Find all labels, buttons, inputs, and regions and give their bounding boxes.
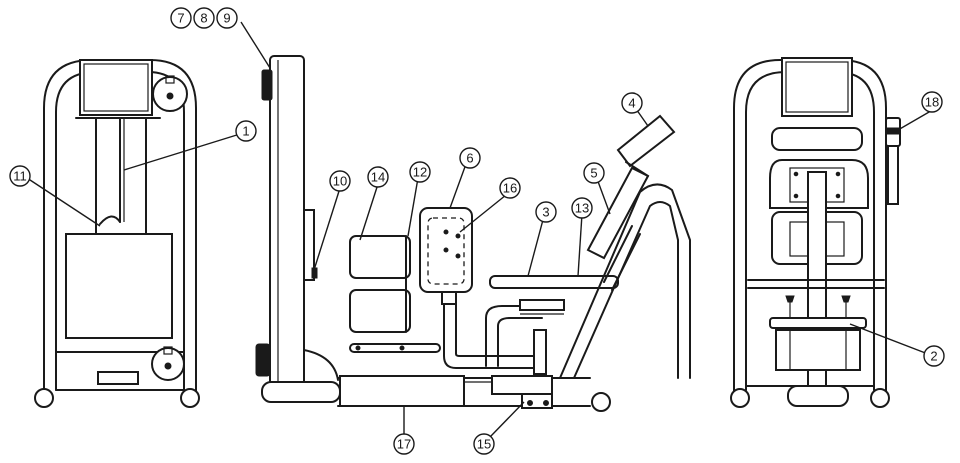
side-view (255, 55, 691, 412)
svg-text:6: 6 (466, 151, 473, 166)
rear-left-foot (730, 388, 750, 408)
callout-9: 9 (216, 7, 238, 29)
svg-text:13: 13 (575, 201, 589, 216)
callout-3: 3 (535, 201, 557, 223)
callout-6: 6 (459, 147, 481, 169)
rear-right-foot (870, 388, 890, 408)
callout-8: 8 (193, 7, 215, 29)
upper-pulley-block (261, 69, 273, 101)
svg-text:17: 17 (397, 437, 411, 452)
callout-11: 11 (9, 165, 31, 187)
callout-7: 7 (170, 7, 192, 29)
svg-text:4: 4 (628, 96, 635, 111)
rear-weight-top-plate (781, 57, 853, 117)
weight-stack (65, 233, 173, 339)
callout-5: 5 (583, 162, 605, 184)
callout-14: 14 (367, 166, 389, 188)
front-view (34, 59, 200, 408)
front-left-foot (34, 388, 54, 408)
svg-text:14: 14 (371, 170, 385, 185)
svg-text:7: 7 (177, 11, 184, 26)
leg-pad-lower (349, 289, 411, 333)
base-weight-housing (339, 375, 465, 407)
svg-text:3: 3 (542, 205, 549, 220)
svg-text:11: 11 (13, 169, 27, 184)
callout-10: 10 (329, 170, 351, 192)
callout-12: 12 (409, 161, 431, 183)
svg-text:12: 12 (413, 165, 427, 180)
callout-18: 18 (921, 91, 943, 113)
leg-pad-upper (349, 235, 411, 279)
base-front-foot (261, 381, 341, 403)
rear-base-foot (787, 385, 849, 407)
lower-pulley-block (255, 343, 271, 377)
svg-text:16: 16 (503, 181, 517, 196)
callout-16: 16 (499, 177, 521, 199)
front-right-foot (180, 388, 200, 408)
callout-4: 4 (621, 92, 643, 114)
weight-stack-top-plate (79, 59, 153, 116)
upright-frame (269, 55, 305, 395)
callout-13: 13 (571, 197, 593, 219)
rear-view (730, 57, 901, 408)
svg-text:8: 8 (200, 11, 207, 26)
callout-2: 2 (923, 345, 945, 367)
svg-text:1: 1 (242, 124, 249, 139)
callout-1: 1 (235, 120, 257, 142)
svg-text:9: 9 (223, 11, 230, 26)
svg-text:18: 18 (925, 95, 939, 110)
back-rest-upper (616, 114, 676, 168)
svg-text:15: 15 (477, 437, 491, 452)
callout-17: 17 (393, 433, 415, 455)
svg-text:2: 2 (930, 349, 937, 364)
svg-text:5: 5 (590, 166, 597, 181)
svg-text:10: 10 (333, 174, 347, 189)
seat (489, 275, 619, 289)
foot-rest-bar (349, 343, 441, 353)
side-rear-foot (591, 392, 611, 412)
callout-15: 15 (473, 433, 495, 455)
